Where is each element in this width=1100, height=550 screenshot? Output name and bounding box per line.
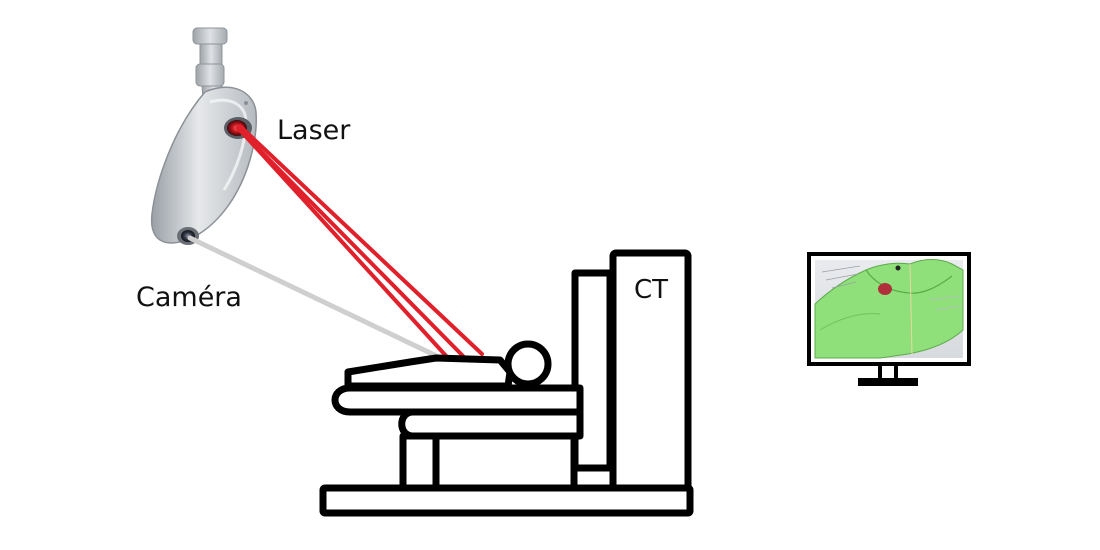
patient-icon <box>348 344 548 386</box>
ct-gantry-icon <box>575 253 688 493</box>
monitor-icon <box>809 254 969 386</box>
laser-beams <box>238 126 482 358</box>
laser-label: Laser <box>277 117 350 144</box>
ct-label: CT <box>634 277 668 303</box>
camera-label: Caméra <box>136 284 242 311</box>
laser-camera-scanner-icon <box>152 28 257 245</box>
